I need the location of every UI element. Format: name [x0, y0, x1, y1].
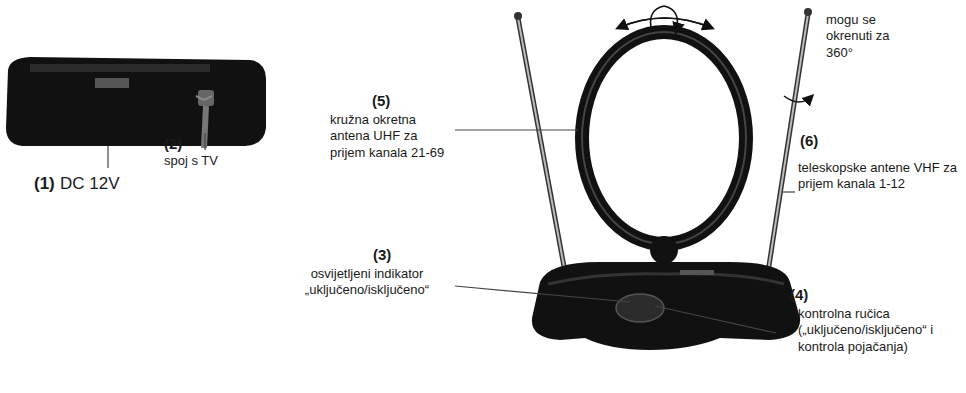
note-label: mogu se okrenuti za 360° — [826, 12, 918, 61]
callout-number: (6) — [800, 132, 818, 151]
callout-number: (1) — [34, 173, 55, 194]
part-label: teleskopske antene VHF za prijem kanala … — [798, 160, 960, 193]
part-label: osvijetljeni indikator „uključeno/isklju… — [282, 266, 452, 299]
callout-number: (3) — [373, 246, 391, 265]
part-label: spoj s TV — [164, 153, 218, 169]
callout-number: (2) — [164, 135, 182, 154]
part-label: kružna okretna antena UHF za prijem kana… — [330, 112, 450, 161]
callout-number: (4) — [790, 286, 808, 305]
part-label: DC 12V — [60, 173, 120, 194]
callout-number: (5) — [372, 92, 390, 111]
part-label: kontrolna ručica („uključeno/isključeno“… — [798, 306, 958, 355]
